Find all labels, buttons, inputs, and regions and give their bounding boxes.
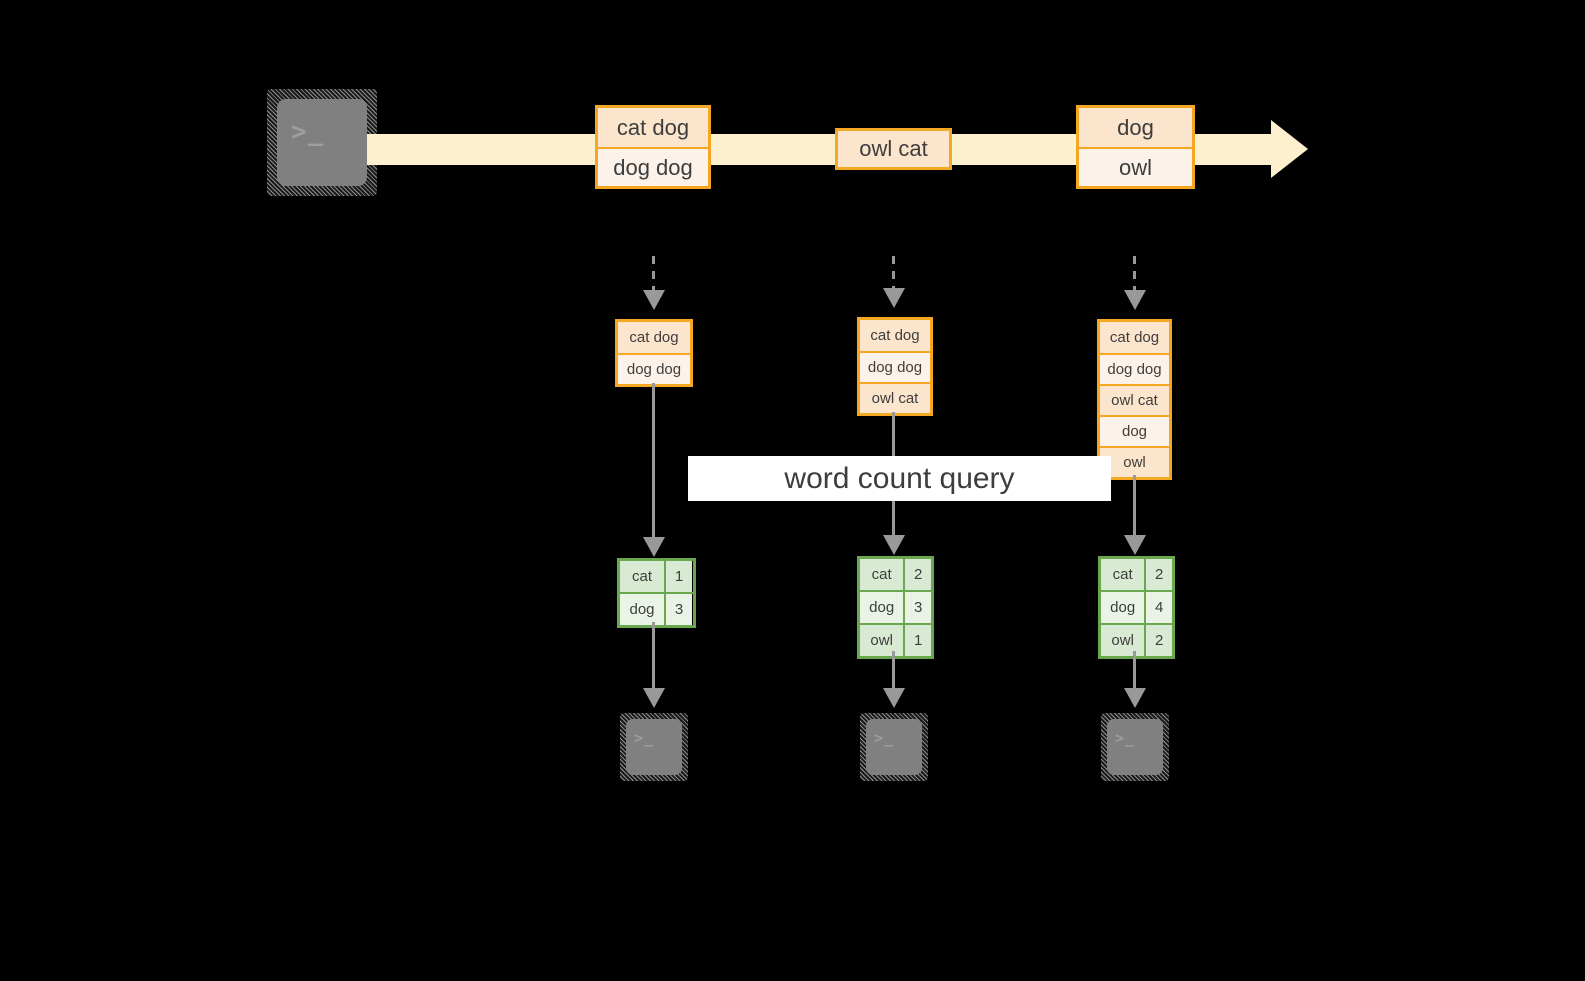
query-arrow-head-icon: [883, 535, 905, 555]
table-row: owl 2: [1101, 623, 1172, 656]
log-row: owl cat: [860, 382, 930, 413]
ingest-dashed-line: [892, 256, 895, 296]
stream-event-line: owl cat: [838, 131, 949, 167]
terminal-screen: >_: [277, 99, 367, 186]
log-row: owl cat: [1100, 384, 1169, 415]
sink-arrow-head-icon: [643, 688, 665, 708]
sink-line: [1133, 651, 1136, 690]
stream-event-line: dog: [1079, 108, 1192, 147]
result-table: cat 1 dog 3: [617, 558, 696, 628]
stream-event-box: owl cat: [835, 128, 952, 170]
stream-event-line: owl: [1079, 147, 1192, 186]
log-row: cat dog: [860, 320, 930, 351]
cell-word: cat: [1101, 559, 1145, 590]
cell-word: cat: [620, 561, 664, 592]
sink-terminal-icon: >_: [620, 713, 688, 781]
result-table: cat 2 dog 4 owl 2: [1098, 556, 1175, 659]
query-line: [1133, 475, 1136, 539]
sink-arrow-head-icon: [1124, 688, 1146, 708]
cell-count: 3: [664, 594, 692, 625]
query-arrow-head-icon: [643, 537, 665, 557]
cell-word: dog: [1101, 592, 1145, 623]
terminal-prompt-icon: >_: [1115, 729, 1136, 747]
cell-count: 3: [903, 592, 931, 623]
terminal-prompt-icon: >_: [291, 117, 325, 147]
query-label: word count query: [688, 456, 1111, 501]
terminal-prompt-icon: >_: [634, 729, 655, 747]
terminal-prompt-icon: >_: [874, 729, 895, 747]
cell-word: owl: [860, 625, 904, 656]
cell-word: cat: [860, 559, 904, 590]
ingest-arrow-head-icon: [883, 288, 905, 308]
source-terminal-icon: >_: [267, 89, 377, 196]
cell-count: 4: [1144, 592, 1172, 623]
stream-arrow-head-icon: [1271, 120, 1308, 178]
table-row: owl 1: [860, 623, 931, 656]
ingest-dashed-line: [652, 256, 655, 296]
ingest-dashed-line: [1133, 256, 1136, 296]
cell-count: 2: [1144, 625, 1172, 656]
table-row: cat 1: [620, 561, 693, 592]
sink-arrow-head-icon: [883, 688, 905, 708]
stream-event-line: dog dog: [598, 147, 708, 186]
ingest-arrow-head-icon: [643, 290, 665, 310]
table-row: cat 2: [1101, 559, 1172, 590]
sink-terminal-icon: >_: [860, 713, 928, 781]
cell-count: 2: [1144, 559, 1172, 590]
log-row: dog dog: [618, 353, 690, 384]
terminal-screen: >_: [866, 719, 922, 775]
cell-word: dog: [620, 594, 664, 625]
cell-word: dog: [860, 592, 904, 623]
log-row: cat dog: [618, 322, 690, 353]
stream-event-box: dog owl: [1076, 105, 1195, 189]
cell-word: owl: [1101, 625, 1145, 656]
terminal-screen: >_: [626, 719, 682, 775]
log-row: cat dog: [1100, 322, 1169, 353]
terminal-screen: >_: [1107, 719, 1163, 775]
ingest-arrow-head-icon: [1124, 290, 1146, 310]
log-row: dog dog: [860, 351, 930, 382]
cell-count: 1: [903, 625, 931, 656]
table-row: dog 3: [620, 592, 693, 625]
query-arrow-head-icon: [1124, 535, 1146, 555]
stream-event-line: cat dog: [598, 108, 708, 147]
log-row: dog: [1100, 415, 1169, 446]
sink-line: [892, 651, 895, 690]
stream-event-box: cat dog dog dog: [595, 105, 711, 189]
log-stack: cat dog dog dog: [615, 319, 693, 387]
table-row: dog 4: [1101, 590, 1172, 623]
result-table: cat 2 dog 3 owl 1: [857, 556, 934, 659]
table-row: cat 2: [860, 559, 931, 590]
table-row: dog 3: [860, 590, 931, 623]
query-line: [652, 383, 655, 541]
log-stack: cat dog dog dog owl cat dog owl: [1097, 319, 1172, 480]
log-row: dog dog: [1100, 353, 1169, 384]
log-row: owl: [1100, 446, 1169, 477]
cell-count: 1: [664, 561, 692, 592]
cell-count: 2: [903, 559, 931, 590]
log-stack: cat dog dog dog owl cat: [857, 317, 933, 416]
sink-line: [652, 622, 655, 690]
sink-terminal-icon: >_: [1101, 713, 1169, 781]
